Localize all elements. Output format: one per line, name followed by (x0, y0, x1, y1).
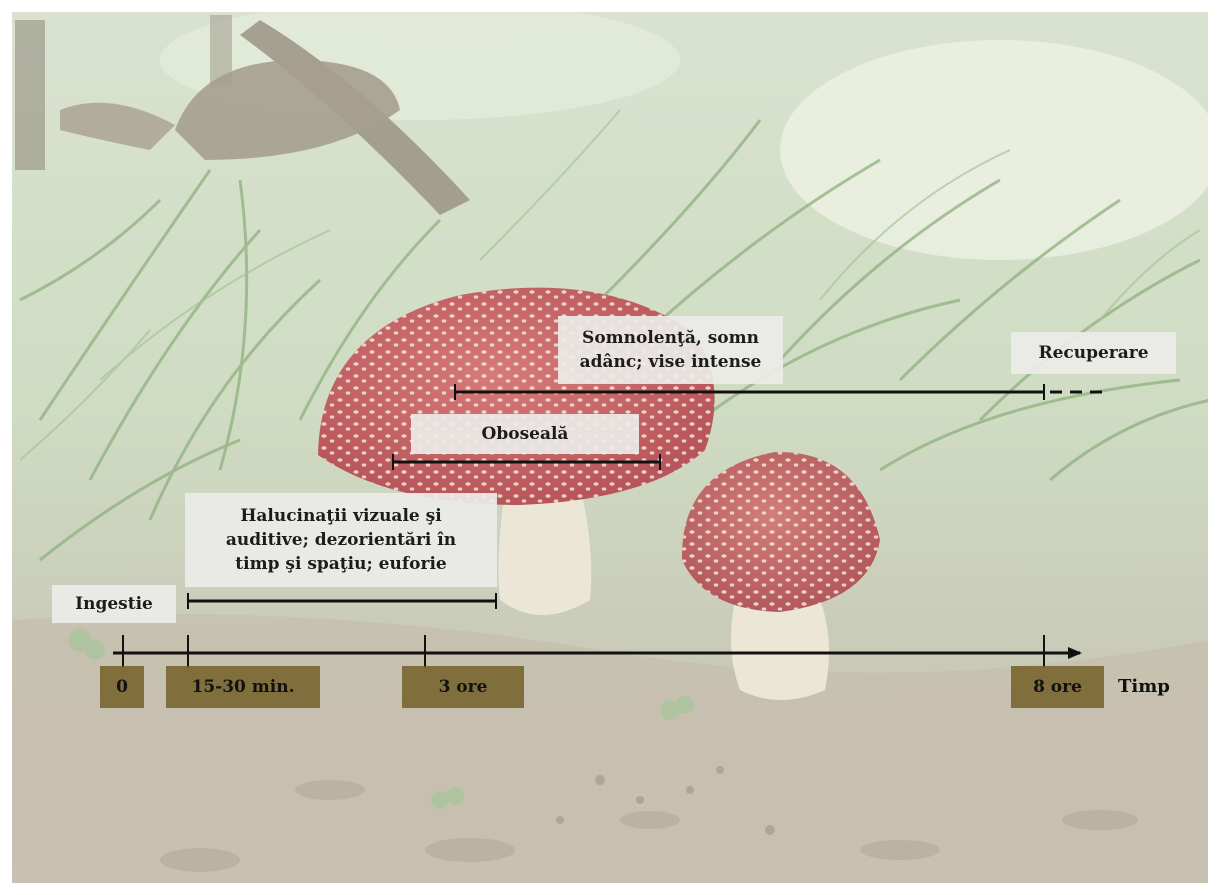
ingestion-label: Ingestie (52, 585, 176, 623)
tick-label-8: 8 ore (1011, 666, 1104, 708)
recovery-label: Recuperare (1011, 332, 1176, 374)
hallucinations-label: Halucinaţii vizuale şi auditive; dezorie… (185, 493, 497, 587)
tick-label-3: 3 ore (402, 666, 524, 708)
tick-label-0: 0 (100, 666, 144, 708)
fatigue-range (393, 454, 660, 470)
sleep-label: Somnolenţă, somn adânc; vise intense (558, 316, 783, 384)
sleep-range (455, 384, 1106, 400)
time-axis (113, 635, 1080, 668)
time-axis-label: Timp (1118, 676, 1170, 697)
fatigue-label: Oboseală (411, 414, 639, 454)
hallucinations-range (188, 593, 496, 609)
tick-label-15-30: 15-30 min. (166, 666, 320, 708)
